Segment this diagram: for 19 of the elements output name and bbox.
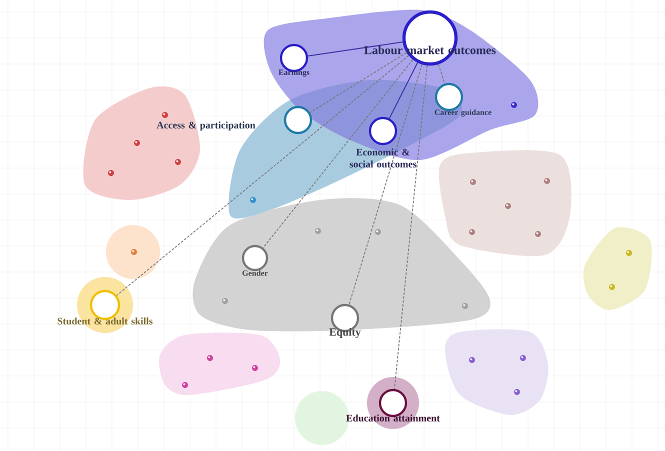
node-label: Career guidance [434, 109, 492, 117]
node-label: Equity [329, 328, 361, 338]
node-label: Earnings [278, 69, 310, 77]
connector-line [307, 42, 404, 56]
connector-line [388, 62, 418, 119]
node-label: Student & adult skills [58, 317, 153, 325]
connector-line [438, 64, 446, 84]
connector-line [116, 55, 410, 296]
node-label: Education attainment [346, 414, 440, 422]
connector-line [262, 59, 414, 248]
node-label: Gender [242, 270, 268, 276]
connector-line [348, 64, 422, 305]
node-circle [242, 244, 268, 272]
connector-line [310, 52, 407, 114]
node-label: Economic & social outcomes [350, 148, 416, 168]
connector-line [394, 65, 428, 390]
node-label: Access & participation [156, 121, 256, 131]
node-circle [368, 116, 398, 146]
node-circle [284, 106, 312, 134]
